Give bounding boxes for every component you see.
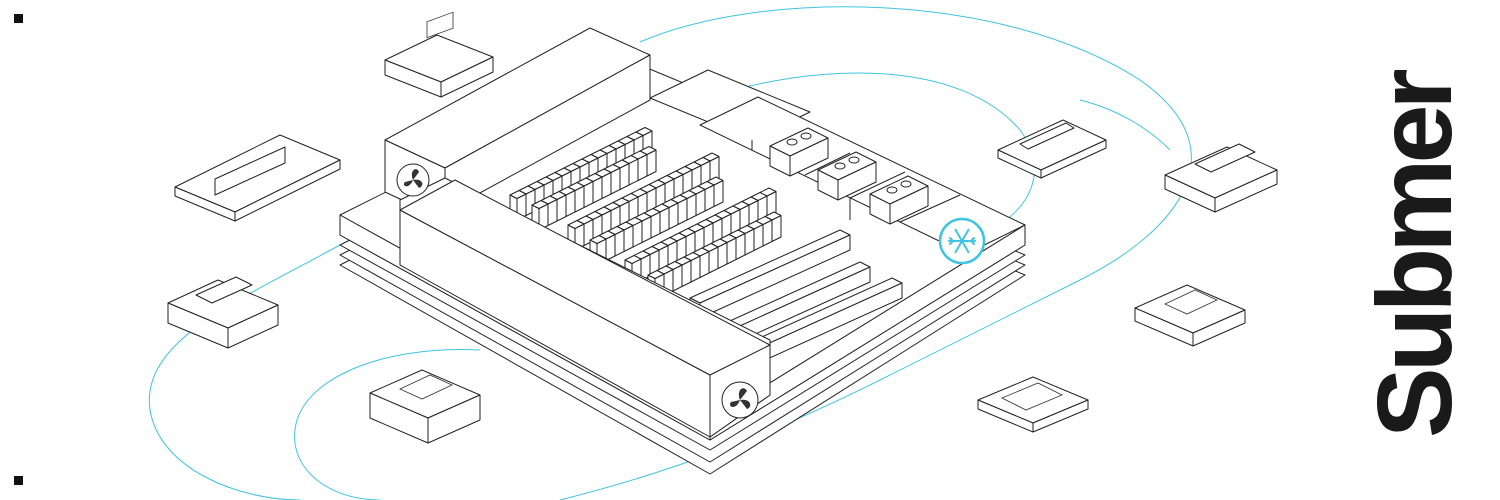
corner-mark-bottom [14,476,23,485]
perimeter-walls [384,27,771,438]
fan-icon [396,163,430,197]
rooftop-chillers [769,127,929,225]
snowflake-icon [938,217,986,265]
fan-icon [721,381,759,419]
immersion-tanks [689,229,903,367]
corner-mark-top [14,14,23,23]
brand-wordmark: Submer [1356,73,1474,438]
equipment-pedestals [167,11,1278,444]
server-rack-rows [509,127,782,301]
